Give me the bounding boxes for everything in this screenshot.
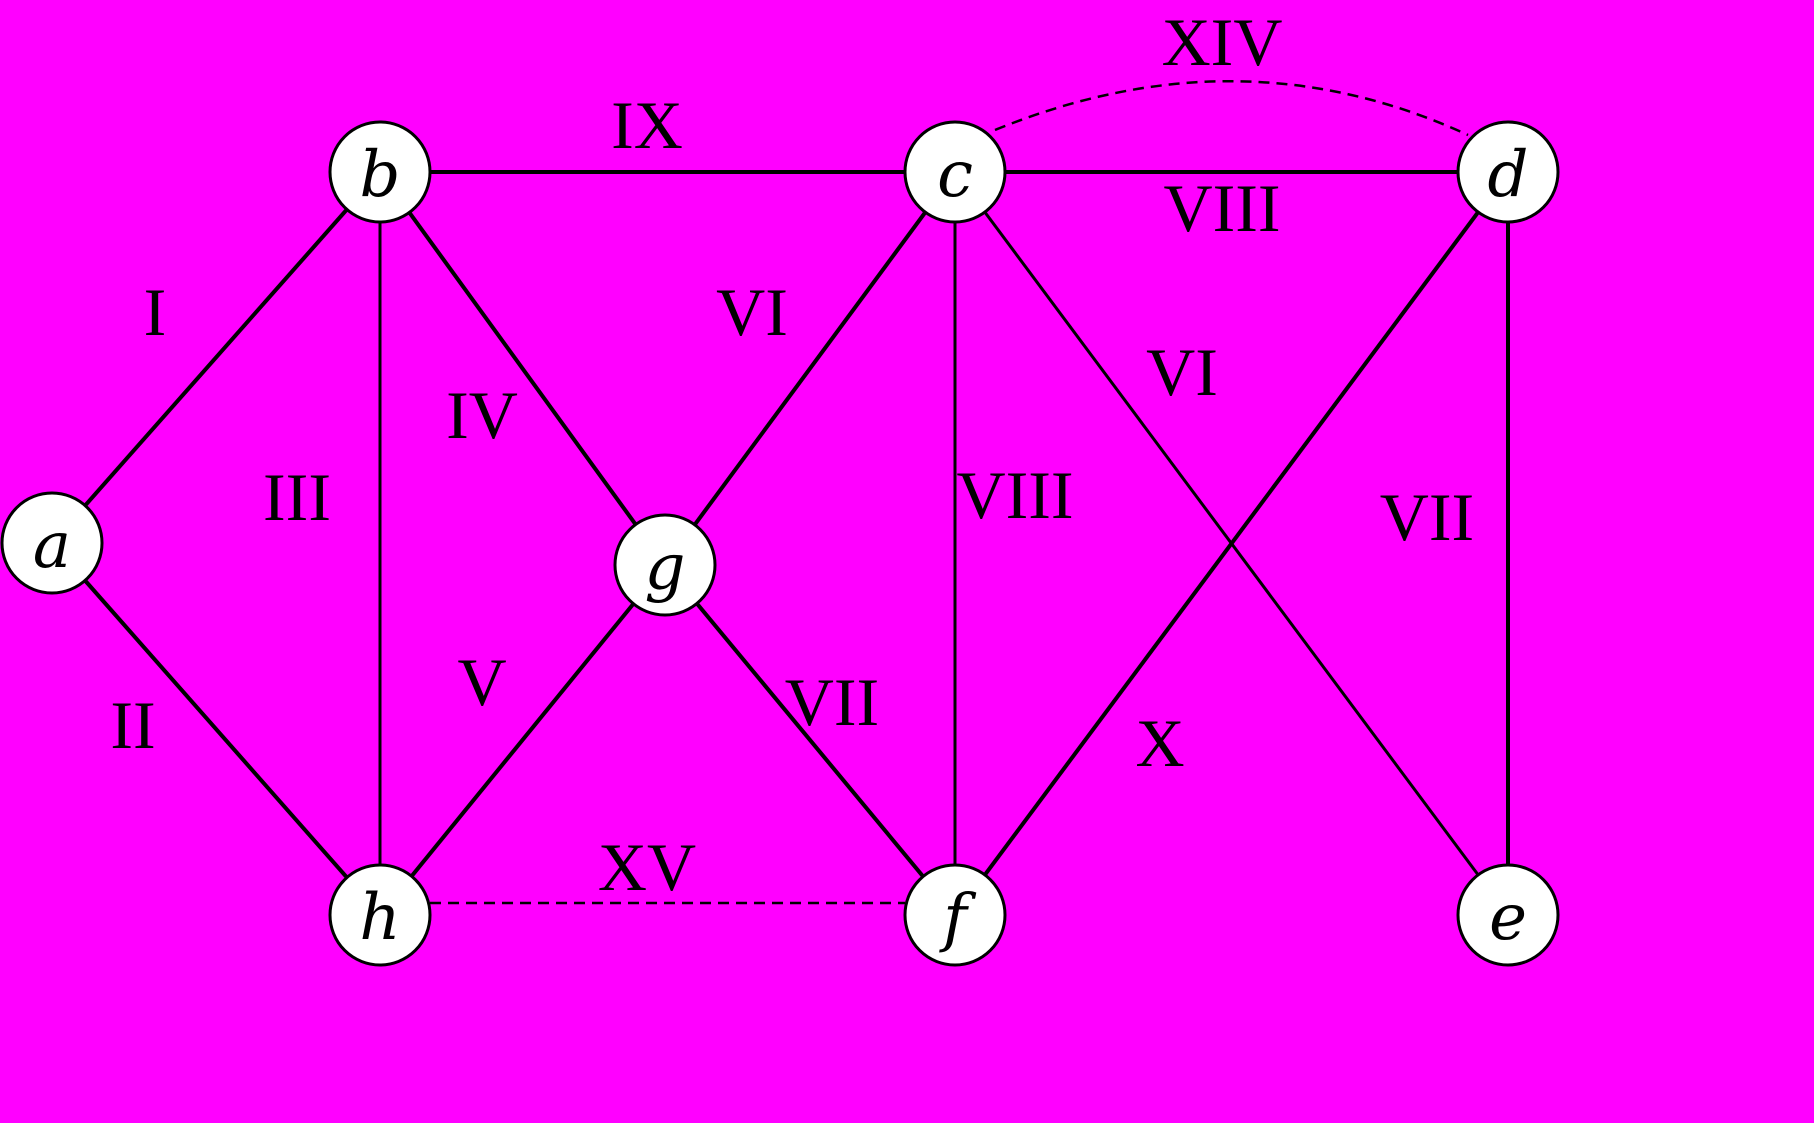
edge-label-b-c-solid: IX [611, 87, 683, 163]
node-circle-d [1456, 120, 1560, 224]
node-g: g [613, 513, 717, 617]
edge-label-c-g-solid: VI [716, 274, 788, 350]
node-label-c: c [937, 138, 973, 212]
node-label-g: g [645, 531, 686, 605]
edge-label-b-g-solid: IV [446, 377, 518, 453]
node-a: a [0, 491, 104, 595]
edge-label-c-d-dashed: XIV [1162, 4, 1283, 80]
edge-c-d-dashed [994, 79, 1469, 137]
edge-b-g-solid [378, 170, 667, 567]
edge-label-a-h-solid: II [110, 687, 155, 763]
node-f: f [903, 863, 1007, 967]
nodes-layer: a b c d e f g h [0, 120, 1560, 967]
edge-label-c-e-solid: VI [1146, 334, 1218, 410]
edge-g-h-solid [378, 563, 667, 917]
edge-label-h-f-dashed: XV [598, 829, 696, 905]
node-circle-g [613, 513, 717, 617]
node-b: b [328, 120, 432, 224]
node-circle-f [903, 863, 1007, 967]
node-circle-b [328, 120, 432, 224]
node-circle-e [1456, 863, 1560, 967]
edge-g-f-solid [663, 563, 957, 917]
node-label-h: h [359, 881, 400, 955]
edge-label-g-f-solid: VII [785, 664, 879, 740]
node-e: e [1456, 863, 1560, 967]
edge-label-d-f-solid: X [1135, 705, 1184, 781]
edge-a-b-solid [50, 170, 382, 545]
edge-label-c-f-solid: VIII [956, 457, 1073, 533]
node-label-b: b [360, 138, 401, 212]
node-label-e: e [1489, 881, 1527, 955]
edge-d-f-solid [953, 170, 1510, 917]
node-label-d: d [1488, 138, 1529, 212]
edges-layer [50, 79, 1510, 917]
node-h: h [328, 863, 432, 967]
node-circle-c [903, 120, 1007, 224]
node-circle-h [328, 863, 432, 967]
edge-label-c-d-solid: VIII [1163, 170, 1280, 246]
node-label-a: a [33, 509, 71, 583]
node-circle-a [0, 491, 104, 595]
node-c: c [903, 120, 1007, 224]
edge-label-g-h-solid: V [457, 644, 506, 720]
node-d: d [1456, 120, 1560, 224]
edge-label-a-b-solid: I [144, 274, 167, 350]
edge-a-h-solid [50, 541, 382, 917]
edge-c-g-solid [663, 170, 957, 567]
edge-label-b-h-solid: III [263, 459, 331, 535]
edge-label-d-e-solid: VII [1380, 479, 1474, 555]
